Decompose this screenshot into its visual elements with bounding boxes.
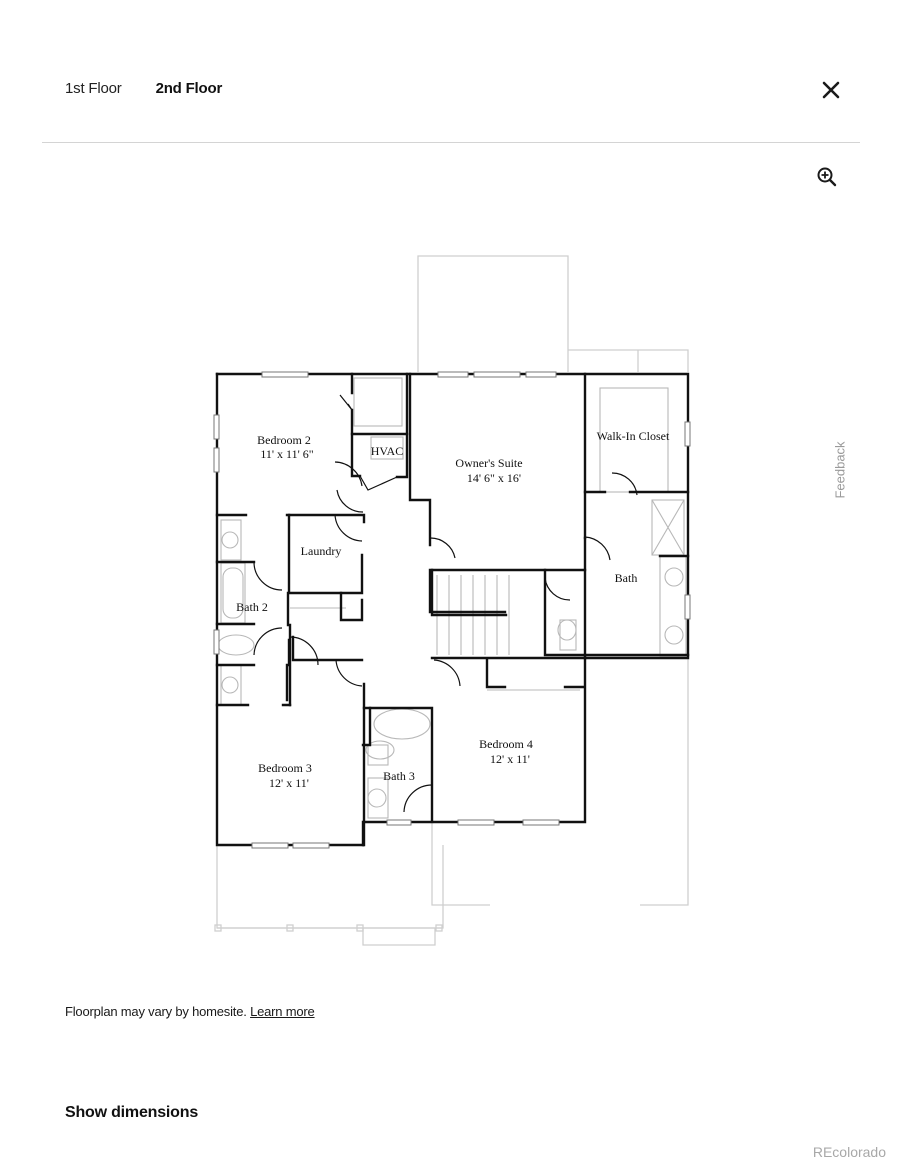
tab-2nd-floor[interactable]: 2nd Floor: [155, 80, 223, 97]
close-icon: [822, 81, 840, 99]
room-label-walk-in-closet: Walk-In Closet: [597, 429, 670, 443]
room-label-bedroom-4: Bedroom 4: [479, 737, 533, 751]
room-label-laundry: Laundry: [301, 544, 342, 558]
show-dimensions-button[interactable]: Show dimensions: [65, 1104, 199, 1121]
header-divider: [42, 142, 860, 143]
room-label-bath-3: Bath 3: [383, 769, 415, 783]
tab-1st-floor[interactable]: 1st Floor: [65, 80, 122, 97]
room-label-bedroom-3: Bedroom 3: [258, 761, 312, 775]
room-size-bedroom-4: 12' x 11': [490, 752, 530, 766]
floorplan-disclaimer: Floorplan may vary by homesite. Learn mo…: [65, 1004, 315, 1019]
feedback-tab[interactable]: Feedback: [832, 441, 848, 499]
room-label-bath: Bath: [615, 571, 638, 585]
zoom-in-button[interactable]: [814, 164, 840, 190]
room-label-hvac: HVAC: [371, 444, 403, 458]
learn-more-link[interactable]: Learn more: [250, 1004, 315, 1019]
watermark: REcolorado: [812, 1144, 886, 1160]
room-size-bedroom-3: 12' x 11': [269, 776, 309, 790]
close-button[interactable]: [818, 77, 844, 103]
disclaimer-text: Floorplan may vary by homesite.: [65, 1004, 247, 1019]
floor-tabs: 1st Floor 2nd Floor: [65, 80, 222, 97]
zoom-in-icon: [817, 167, 837, 187]
room-size-bedroom-2: 11' x 11' 6": [260, 447, 313, 461]
room-label-owners-suite: Owner's Suite: [455, 456, 522, 470]
room-label-bath-2: Bath 2: [236, 600, 268, 614]
room-size-owners-suite: 14' 6" x 16': [467, 471, 521, 485]
room-label-bedroom-2: Bedroom 2: [257, 433, 311, 447]
